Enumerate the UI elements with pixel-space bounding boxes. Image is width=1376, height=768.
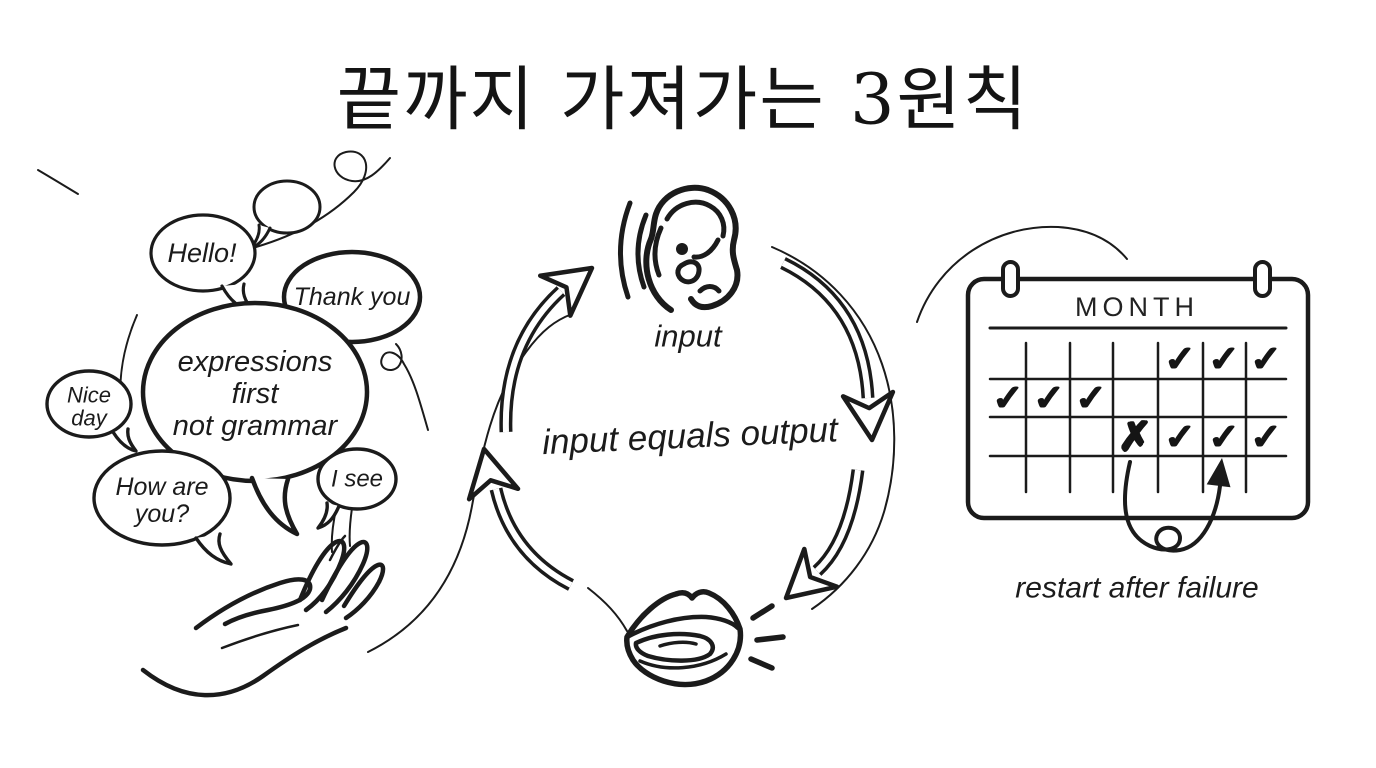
calendar-mark-check: ✓ [1208,338,1240,380]
speech-dashes-icon [748,603,786,671]
speech-bubble-howareyou-outline [92,449,232,547]
cycle-arrow-top-right [780,257,896,443]
calendar-pin-right [1253,260,1272,298]
speech-bubble-howareyou-tail [194,532,233,566]
calendar-mark-check: ✓ [1250,416,1282,458]
ear-icon [643,184,741,313]
speech-bubble-niceday-line-1: Nice [66,382,112,408]
cycle-arrow-bottom-right [783,469,865,601]
speech-bubble-howareyou-line-1: How are [115,472,209,501]
calendar-mark-check: ✓ [1075,377,1107,419]
speech-bubble-hello-outline [149,213,257,293]
calendar-caption: restart after failure [1015,571,1259,605]
lips-icon [624,589,744,688]
speech-bubble-hello-label: Hello! [167,237,237,268]
cycle-input-label: input [654,318,722,354]
speech-bubble-niceday-outline [45,369,133,439]
sketch-line-corner [37,169,79,195]
connector-curve-ear-to-calendar [916,225,1128,323]
calendar-header: MONTH [1075,291,1199,322]
speech-bubble-niceday-line-2: day [71,405,107,431]
speech-bubble-small-outline [252,179,322,235]
calendar-mark-check: ✓ [1164,416,1196,458]
calendar-grid [988,326,1288,494]
cycle-arrow-top-left [499,265,595,433]
calendar-mark-cross: ✗ [1118,415,1152,459]
speech-bubble-niceday-tail [111,427,138,453]
speech-bubble-isee-label: I see [330,465,384,493]
speech-bubble-main-line-3: not grammar [172,409,338,442]
calendar-mark-check: ✓ [992,377,1024,419]
page-title: 끝까지 가져가는 3원칙 [336,58,1030,141]
cycle-arrows [466,257,896,601]
calendar-mark-check: ✓ [1033,377,1065,419]
speech-bubble-main-tail [249,475,300,537]
calendar [965,260,1311,553]
calendar-pin-left [1001,260,1020,298]
sketch-line-under-isee-2 [348,507,353,547]
speech-bubble-isee-tail [316,501,341,530]
speech-bubble-isee-outline [316,447,398,511]
speech-bubble-main-line-1: expressions [177,345,333,378]
flourish-squiggle-right [380,343,429,431]
sketch-line-to-lips [587,587,628,632]
calendar-mark-check: ✓ [1250,338,1282,380]
speech-bubble-main-line-2: first [231,377,279,410]
flourish-squiggle-top [255,150,391,248]
speech-bubble-howareyou-line-2: you? [134,499,190,528]
restart-loop-arrow [1123,458,1231,553]
hand-illustration [140,534,386,698]
calendar-mark-check: ✓ [1164,338,1196,380]
sound-waves-icon [618,200,664,300]
calendar-frame [965,276,1311,521]
speech-bubble-thankyou-label: Thank you [293,282,411,311]
cycle-arrow-bottom-left [466,446,575,591]
sketch-curve-outer-right [771,246,896,610]
calendar-mark-check: ✓ [1208,416,1240,458]
